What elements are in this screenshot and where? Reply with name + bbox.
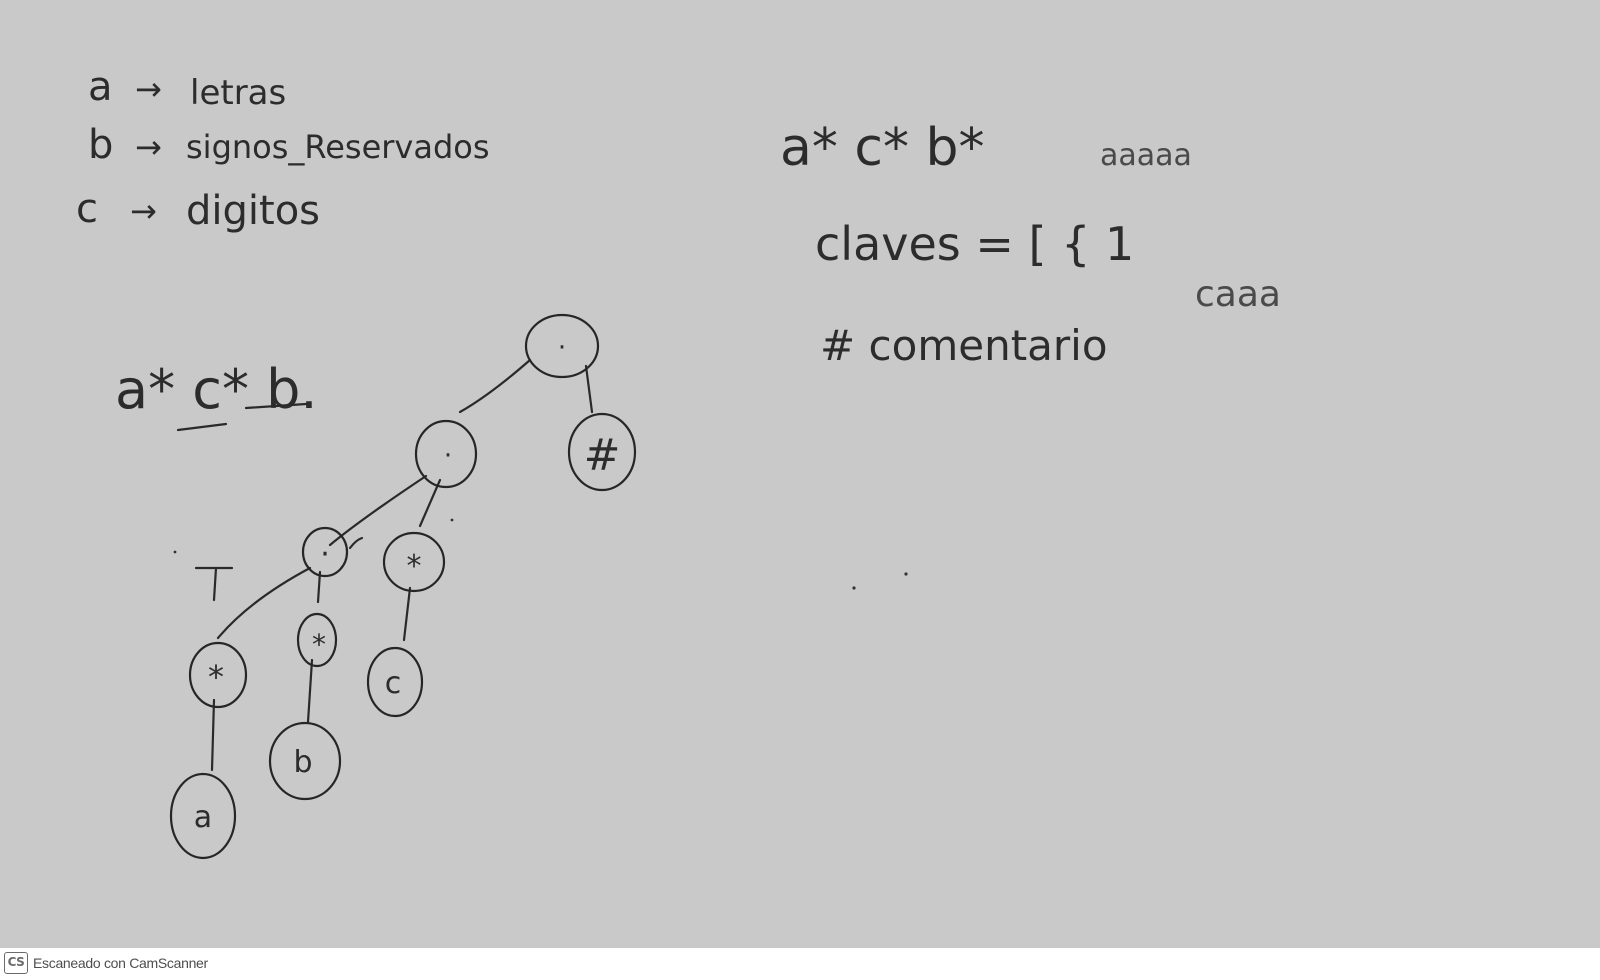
- regex-left-group: a* c* b.: [115, 358, 318, 432]
- svg-text:*: *: [208, 658, 224, 696]
- example-string-2: caaa: [1195, 274, 1281, 315]
- svg-text:a: a: [194, 800, 212, 835]
- tree-node-leaf-b: b: [268, 721, 342, 801]
- tree-node-hash: #: [567, 412, 637, 492]
- scanned-paper: a → letras b → digitos signos_Reservados…: [0, 0, 1600, 948]
- tree-node-star-c: *: [382, 531, 446, 593]
- comment-line: # comentario: [820, 321, 1108, 370]
- legend-arrow-b: →: [135, 128, 162, 166]
- legend-meaning-b-text: signos_Reservados: [186, 128, 490, 166]
- edge-starc-leafc: [402, 586, 412, 642]
- edge-stara-leafa: [210, 698, 216, 772]
- legend-symbol-c: c: [76, 186, 98, 232]
- tree-node-star-a: *: [188, 641, 248, 709]
- svg-text:#: #: [584, 430, 621, 481]
- stray-marks: [173, 518, 908, 602]
- edge-concat2-stara: [216, 566, 312, 640]
- tree-node-concat: ·: [414, 419, 478, 489]
- stray-dot-3: [173, 550, 177, 554]
- edge-concat2-starb: [316, 570, 322, 604]
- tree-node-star-b: *: [296, 612, 338, 668]
- tree-edges: [210, 358, 594, 772]
- underline-b: [244, 402, 308, 410]
- legend-meaning-a: letras: [190, 73, 286, 113]
- camscanner-logo: CS: [4, 952, 28, 974]
- regex-top: a* c* b*: [780, 118, 985, 178]
- svg-text:c: c: [385, 666, 402, 701]
- handwritten-notes: a → letras b → digitos signos_Reservados…: [76, 64, 1281, 860]
- stray-dot-2: [904, 572, 908, 576]
- legend: a → letras b → digitos signos_Reservados…: [76, 64, 490, 234]
- camscanner-watermark-text: Escaneado con CamScanner: [33, 955, 208, 971]
- tree-node-leaf-a: a: [169, 772, 237, 860]
- stray-mark-t: [194, 566, 234, 602]
- svg-text:b: b: [293, 745, 312, 780]
- legend-arrow-a: →: [135, 70, 162, 108]
- legend-meaning-c: digitos: [186, 188, 320, 234]
- scanner-footer: [0, 948, 1600, 980]
- legend-arrow-c: →: [130, 192, 157, 230]
- svg-text:·: ·: [558, 333, 566, 363]
- tree-node-concat2: ·: [301, 526, 349, 578]
- edge-root-hash: [584, 364, 594, 414]
- svg-text:·: ·: [320, 537, 330, 572]
- legend-symbol-b: b: [88, 122, 113, 168]
- stray-mark-tick: [348, 536, 364, 550]
- svg-text:*: *: [407, 549, 422, 584]
- claves-line: claves = [ { 1: [815, 217, 1134, 271]
- regex-left: a* c* b.: [115, 358, 318, 421]
- underline-c: [176, 422, 228, 432]
- edge-root-concat: [458, 358, 532, 414]
- tree-node-root: ·: [524, 313, 600, 379]
- svg-text:·: ·: [444, 441, 452, 471]
- legend-symbol-a: a: [88, 64, 113, 110]
- edge-starb-leafb: [306, 658, 314, 724]
- edge-concat-starc: [418, 478, 442, 528]
- tree-node-leaf-c: c: [366, 646, 424, 718]
- svg-text:*: *: [312, 628, 326, 661]
- stray-dot-1: [852, 586, 856, 590]
- example-string-1: aaaaa: [1100, 138, 1192, 173]
- stray-dot-4: [450, 518, 454, 522]
- tree-nodes: · · # · * * *: [169, 313, 637, 860]
- edge-concat-concat2: [328, 474, 428, 547]
